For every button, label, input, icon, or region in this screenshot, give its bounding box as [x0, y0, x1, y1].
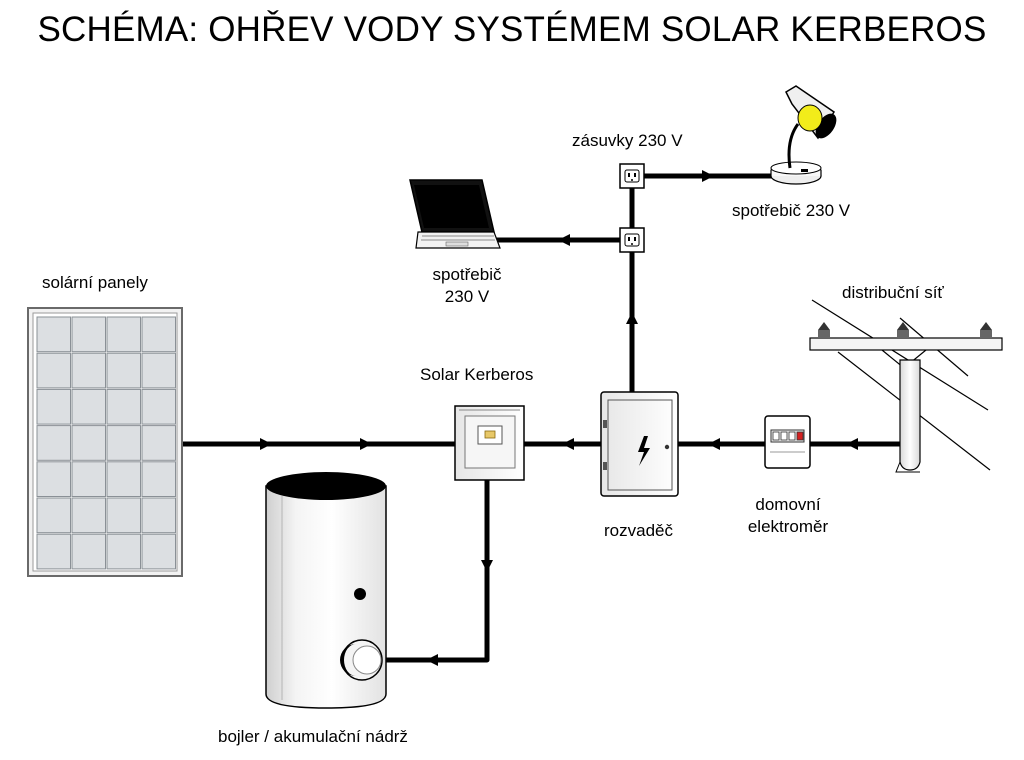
solar-cell	[141, 497, 176, 534]
solar-kerberos-device-icon	[454, 405, 525, 481]
solar-cell	[141, 316, 176, 353]
page-title: SCHÉMA: OHŘEV VODY SYSTÉMEM SOLAR KERBER…	[37, 10, 987, 49]
switchboard-cabinet-icon	[600, 391, 679, 497]
arrow-icon	[626, 312, 638, 324]
socket-outlet-icon	[619, 227, 645, 253]
label-laptop-line1: spotřebič	[432, 265, 502, 284]
solar-cell	[36, 388, 71, 425]
electricity-meter-icon	[764, 415, 811, 469]
arrow-icon	[846, 438, 858, 450]
label-meter: domovní elektroměr	[742, 494, 834, 538]
label-laptop-appliance: spotřebič 230 V	[422, 264, 512, 308]
lightning-bolt-icon	[638, 436, 650, 466]
solar-cell	[36, 316, 71, 353]
solar-cell	[141, 461, 176, 497]
label-switchboard: rozvaděč	[604, 521, 673, 540]
label-meter-line2: elektroměr	[747, 517, 829, 536]
solar-cell	[71, 352, 106, 389]
solar-cell	[106, 497, 141, 534]
arrow-icon	[260, 438, 272, 450]
solar-cell	[106, 388, 141, 425]
solar-cell	[106, 425, 141, 461]
arrow-icon	[360, 438, 372, 450]
label-solar-panels: solární panely	[42, 273, 148, 292]
solar-cell	[71, 533, 106, 570]
solar-cell	[106, 316, 141, 353]
solar-cell	[106, 461, 141, 497]
solar-cell	[36, 461, 71, 497]
solar-cell	[36, 533, 71, 570]
arrow-icon	[481, 560, 493, 572]
label-solar-kerberos: Solar Kerberos	[420, 365, 534, 384]
label-laptop-line2: 230 V	[444, 287, 490, 306]
socket-outlet-icon	[619, 163, 645, 189]
boiler-tank-icon	[265, 472, 387, 709]
label-meter-line1: domovní	[755, 495, 821, 514]
solar-cell	[106, 352, 141, 389]
solar-cell	[71, 425, 106, 461]
arrow-icon	[708, 438, 720, 450]
flow-arrows	[260, 170, 858, 666]
utility-pole-icon	[809, 299, 1003, 473]
label-grid: distribuční síť	[842, 283, 944, 302]
solar-cell	[71, 461, 106, 497]
wire-kerberos-boiler	[385, 480, 490, 663]
label-boiler: bojler / akumulační nádrž	[218, 727, 408, 746]
solar-cell	[141, 533, 176, 570]
arrow-icon	[562, 438, 574, 450]
solar-cell	[71, 316, 106, 353]
label-lamp-appliance: spotřebič 230 V	[732, 201, 851, 220]
solar-cell	[71, 497, 106, 534]
solar-cell	[36, 425, 71, 461]
arrow-icon	[702, 170, 714, 182]
desk-lamp-icon	[770, 85, 837, 185]
laptop-icon	[409, 179, 501, 249]
solar-cell	[141, 388, 176, 425]
solar-cell	[141, 425, 176, 461]
solar-cell	[36, 352, 71, 389]
label-sockets: zásuvky 230 V	[572, 131, 683, 150]
solar-cell	[106, 533, 141, 570]
arrow-icon	[426, 654, 438, 666]
solar-cell	[36, 497, 71, 534]
solar-cell	[141, 352, 176, 389]
arrow-icon	[558, 234, 570, 246]
solar-cell	[71, 388, 106, 425]
solar-panel-icon	[27, 307, 183, 577]
